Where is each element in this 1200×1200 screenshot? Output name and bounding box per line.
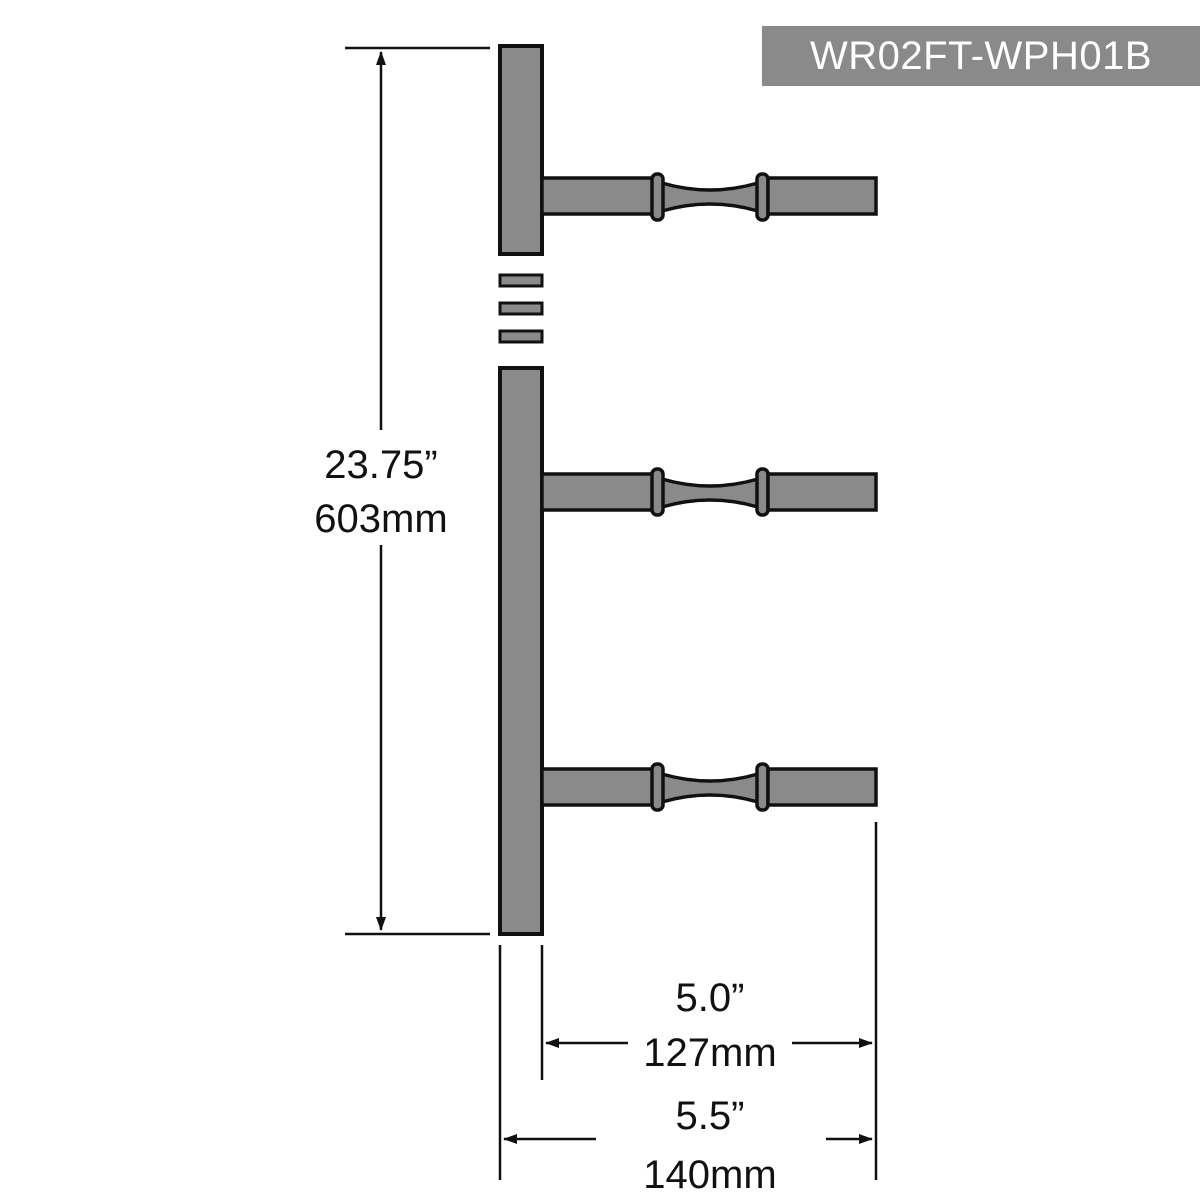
mounting-bar-top (498, 44, 544, 256)
height-imperial-label: 23.75” (324, 443, 437, 487)
peg-length-imperial-label: 5.0” (676, 976, 745, 1020)
height-metric-label: 603mm (314, 497, 447, 541)
peg-bottom (540, 762, 878, 812)
total-depth-imperial-label: 5.5” (676, 1094, 745, 1138)
model-code-badge: WR02FT-WPH01B (762, 26, 1200, 86)
peg-top (540, 172, 878, 222)
break-mark-3 (498, 329, 544, 344)
total-depth-metric-label: 140mm (643, 1153, 776, 1197)
total-depth-dimension: 5.5” 140mm (503, 1094, 873, 1197)
mounting-bar-bottom (498, 366, 544, 936)
peg-length-dimension: 5.0” 127mm (545, 976, 873, 1075)
break-mark-1 (498, 273, 544, 288)
height-dimension: 23.75” 603mm (314, 46, 490, 936)
break-mark-2 (498, 301, 544, 316)
peg-length-metric-label: 127mm (643, 1031, 776, 1075)
peg-middle (540, 467, 878, 517)
